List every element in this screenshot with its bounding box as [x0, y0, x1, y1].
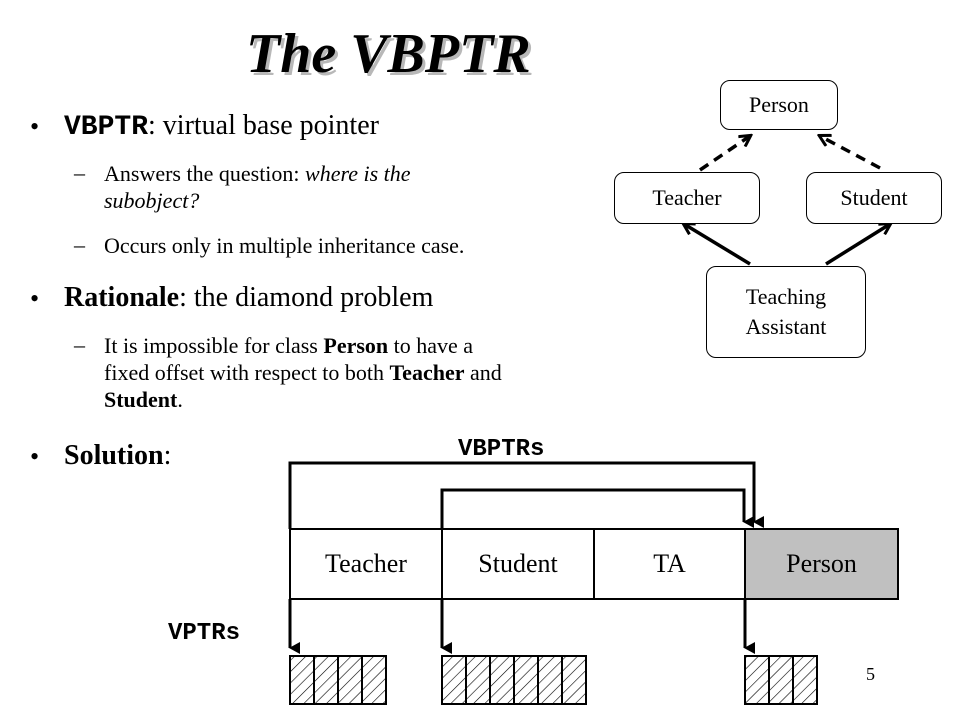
arrow-ta-to-teacher [684, 224, 751, 266]
cell-ta: TA [653, 549, 686, 578]
text-run: . [177, 387, 183, 412]
vtable-teacher [289, 655, 387, 705]
sub-dash: – [74, 332, 85, 357]
node-person: Person [720, 80, 838, 130]
vptrs-label: VPTRs [168, 620, 241, 647]
text-run: and [464, 360, 502, 385]
sub-bullet-answers: Answers the question: where is the subob… [104, 160, 574, 214]
sub-bullet-italic-2: subobject? [104, 188, 200, 213]
node-teaching-assistant: Teaching Assistant [706, 266, 866, 358]
sub-dash: – [74, 160, 85, 185]
text-run-bold: Teacher [389, 360, 465, 385]
bullet-rest: : virtual base pointer [148, 110, 379, 141]
bullet-rationale: Rationale: the diamond problem [64, 282, 433, 314]
bullet-rest: : [163, 440, 172, 471]
bullet-dot: • [30, 442, 40, 471]
text-run: to have a [388, 333, 474, 358]
bullet-term-rationale: Rationale [64, 282, 180, 313]
arrow-ta-to-student [825, 224, 890, 266]
vbptr-student-to-person [440, 488, 754, 529]
text-run-bold: Student [104, 387, 178, 412]
bullet-vbptr: VBPTR: virtual base pointer [64, 110, 379, 143]
arrow-student-to-person [820, 136, 881, 170]
text-run: fixed offset with respect to both [104, 360, 390, 385]
node-student: Student [806, 172, 942, 224]
bullet-term-solution: Solution [64, 440, 164, 471]
vbptrs-label: VBPTRs [458, 436, 545, 463]
sub-bullet-impossible: It is impossible for class Person to hav… [104, 332, 502, 413]
sub-bullet-italic-1: where is the [305, 161, 411, 186]
page-number: 5 [866, 664, 875, 684]
bullet-solution: Solution: [64, 440, 171, 472]
bullet-rest: : the diamond problem [179, 282, 434, 313]
bullet-term-vbptr: VBPTR [64, 112, 149, 143]
slide-title: The VBPTR [246, 23, 531, 85]
bullet-dot: • [30, 112, 40, 141]
node-ta-line1: Teaching [745, 284, 827, 309]
cell-teacher: Teacher [325, 549, 407, 578]
node-ta-line2: Assistant [745, 314, 827, 339]
vbptr-teacher-to-person [288, 461, 764, 529]
vtable-student [441, 655, 587, 705]
person-cell-bg [745, 530, 897, 598]
text-run-bold: Person [323, 333, 389, 358]
text-run: It is impossible for class [104, 333, 324, 358]
vtable-person [744, 655, 818, 705]
bullet-dot: • [30, 284, 40, 313]
node-teacher: Teacher [614, 172, 760, 224]
cell-student: Student [478, 549, 558, 578]
sub-bullet-occurs: Occurs only in multiple inheritance case… [104, 233, 465, 258]
sub-bullet-lead: Answers the question: [104, 161, 306, 186]
sub-dash: – [74, 232, 85, 257]
cell-person: Person [786, 549, 857, 578]
